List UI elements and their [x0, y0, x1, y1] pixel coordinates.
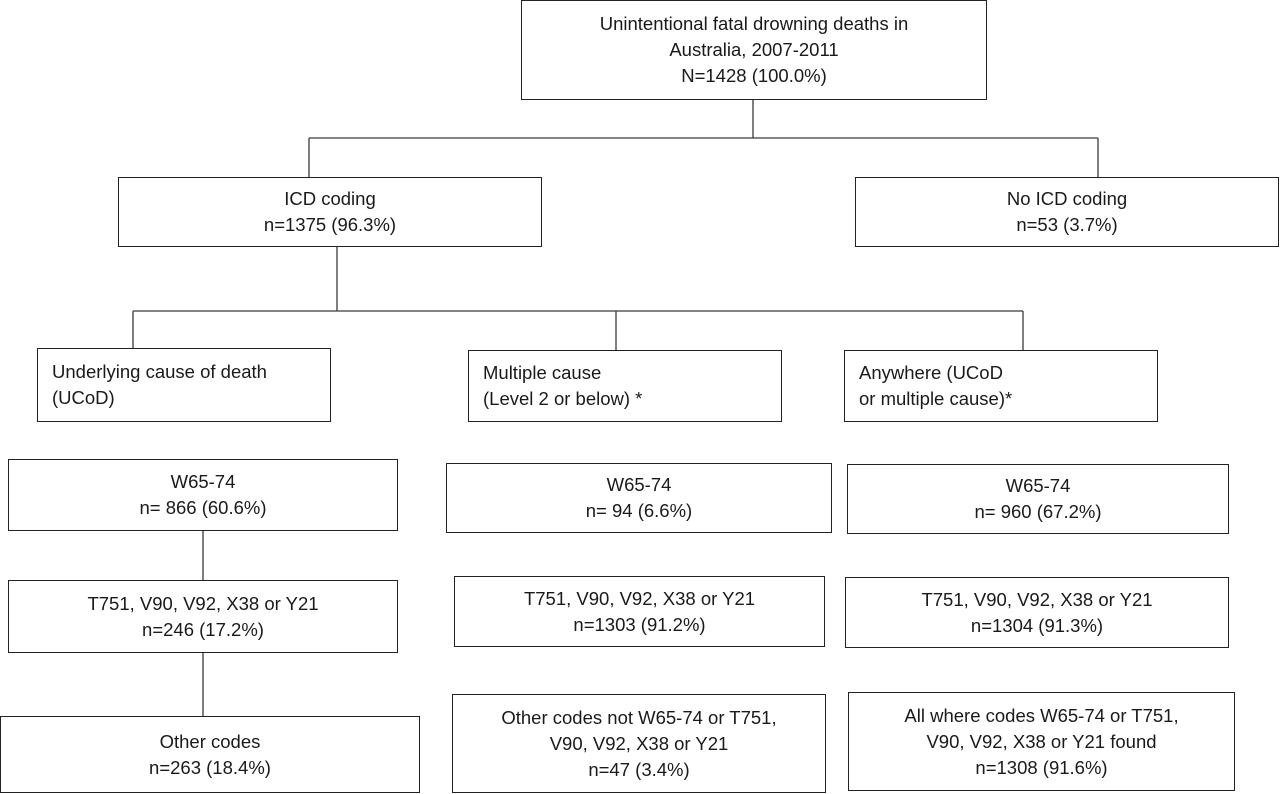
multiple-cause-header-line-2: (Level 2 or below) *	[483, 388, 643, 409]
multiple-cause-w65-74-box: W65-74 n= 94 (6.6%)	[446, 463, 832, 533]
ucod-t751-count: n=246 (17.2%)	[142, 618, 264, 640]
no-icd-coding-count: n=53 (3.7%)	[1016, 214, 1118, 235]
multiple-cause-t751-label: T751, V90, V92, X38 or Y21	[523, 587, 756, 609]
anywhere-all-codes-box: All where codes W65-74 or T751, V90, V92…	[848, 692, 1235, 791]
multiple-cause-t751-count: n=1303 (91.2%)	[573, 613, 706, 635]
anywhere-header-line-2: or multiple cause)*	[859, 388, 1013, 409]
no-icd-coding-box: No ICD coding n=53 (3.7%)	[855, 177, 1279, 247]
multiple-cause-w65-74-label: W65-74	[606, 474, 672, 495]
multiple-cause-other-codes-line-1: Other codes not W65-74 or T751,	[501, 706, 777, 728]
multiple-cause-header-box: Multiple cause (Level 2 or below) *	[468, 350, 782, 422]
ucod-header-line-1: Underlying cause of death	[52, 361, 267, 382]
anywhere-all-codes-count: n=1308 (91.6%)	[975, 756, 1108, 778]
no-icd-coding-label: No ICD coding	[1006, 188, 1128, 209]
multiple-cause-other-codes-box: Other codes not W65-74 or T751, V90, V92…	[452, 694, 826, 793]
ucod-w65-74-label: W65-74	[170, 471, 236, 492]
multiple-cause-t751-box: T751, V90, V92, X38 or Y21 n=1303 (91.2%…	[454, 576, 825, 647]
anywhere-header-box: Anywhere (UCoD or multiple cause)*	[844, 350, 1158, 422]
anywhere-w65-74-count: n= 960 (67.2%)	[974, 501, 1102, 522]
ucod-t751-box: T751, V90, V92, X38 or Y21 n=246 (17.2%)	[8, 580, 398, 653]
anywhere-all-codes-line-2: V90, V92, X38 or Y21 found	[926, 730, 1157, 752]
root-line-2: Australia, 2007-2011	[669, 39, 839, 60]
root-line-3: N=1428 (100.0%)	[681, 65, 827, 86]
ucod-other-codes-label: Other codes	[159, 730, 261, 752]
root-line-1: Unintentional fatal drowning deaths in	[599, 13, 909, 34]
anywhere-header-line-1: Anywhere (UCoD	[859, 362, 1003, 383]
multiple-cause-other-codes-line-2: V90, V92, X38 or Y21	[549, 732, 729, 754]
anywhere-all-codes-line-1: All where codes W65-74 or T751,	[904, 704, 1179, 726]
multiple-cause-w65-74-count: n= 94 (6.6%)	[585, 500, 693, 521]
root-box-fatal-drowning-deaths: Unintentional fatal drowning deaths in A…	[521, 0, 987, 100]
anywhere-w65-74-label: W65-74	[1005, 475, 1071, 496]
icd-coding-label: ICD coding	[284, 188, 376, 209]
anywhere-w65-74-box: W65-74 n= 960 (67.2%)	[847, 464, 1229, 534]
anywhere-t751-count: n=1304 (91.3%)	[970, 614, 1104, 636]
ucod-other-codes-box: Other codes n=263 (18.4%)	[0, 716, 420, 793]
anywhere-t751-label: T751, V90, V92, X38 or Y21	[921, 588, 1153, 610]
icd-coding-count: n=1375 (96.3%)	[263, 214, 397, 235]
ucod-header-line-2: (UCoD)	[52, 387, 115, 408]
ucod-other-codes-count: n=263 (18.4%)	[149, 756, 271, 778]
ucod-w65-74-box: W65-74 n= 866 (60.6%)	[8, 459, 398, 531]
multiple-cause-other-codes-count: n=47 (3.4%)	[588, 758, 690, 780]
icd-coding-box: ICD coding n=1375 (96.3%)	[118, 177, 542, 247]
anywhere-t751-box: T751, V90, V92, X38 or Y21 n=1304 (91.3%…	[845, 577, 1229, 648]
ucod-header-box: Underlying cause of death (UCoD)	[37, 348, 331, 422]
multiple-cause-header-line-1: Multiple cause	[483, 362, 602, 383]
ucod-t751-label: T751, V90, V92, X38 or Y21	[87, 592, 319, 614]
ucod-w65-74-count: n= 866 (60.6%)	[139, 497, 267, 518]
